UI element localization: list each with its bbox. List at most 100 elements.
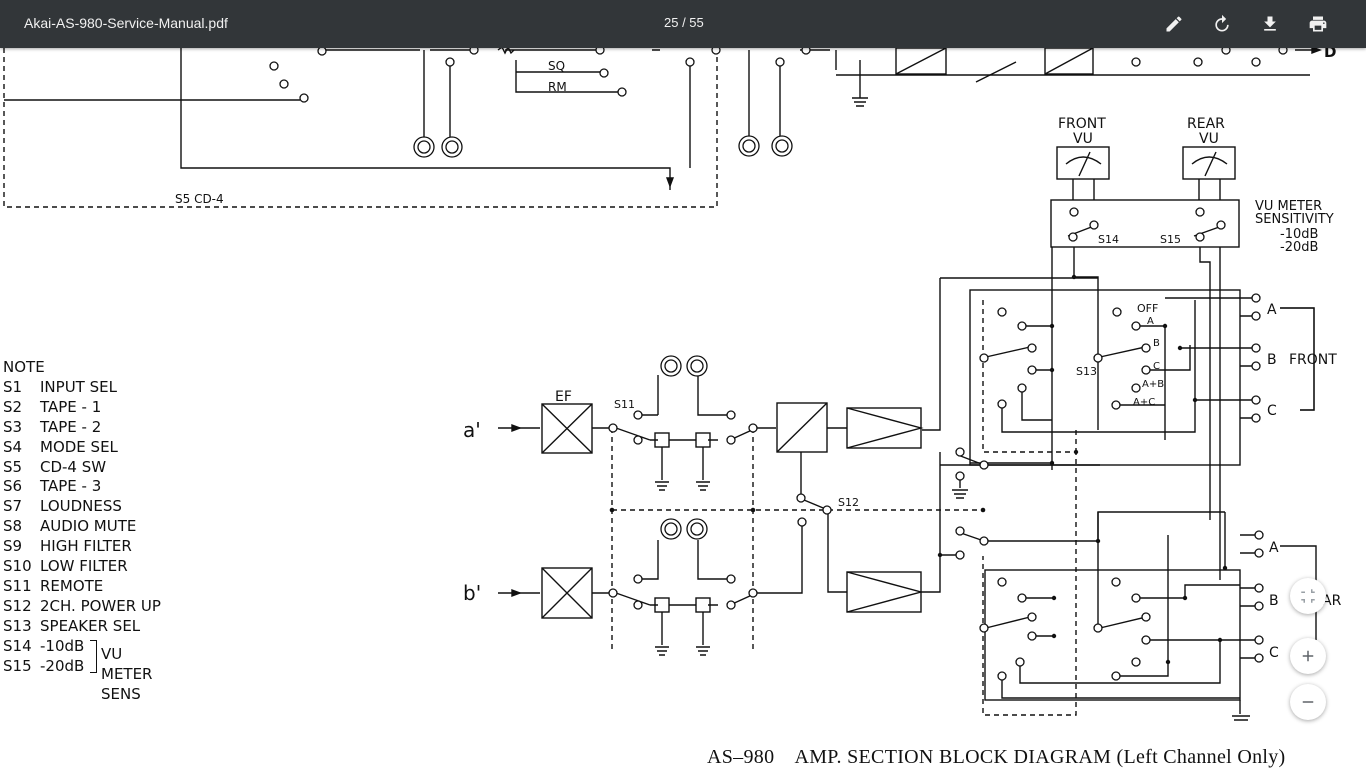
label-vu-sens-2: SENSITIVITY	[1255, 212, 1334, 227]
fit-page-button[interactable]	[1290, 578, 1326, 614]
label-front: FRONT	[1289, 352, 1337, 368]
legend-row: S10 LOW FILTER	[3, 557, 161, 577]
pdf-toolbar: Akai-AS-980-Service-Manual.pdf 25 / 55	[0, 0, 1366, 48]
legend-code: S10	[3, 557, 32, 576]
label-sel-b: B	[1153, 338, 1160, 349]
label-sel-ab: A+B	[1142, 379, 1164, 390]
label-front-vu-title: FRONT	[1058, 116, 1106, 132]
label-d: D	[1324, 48, 1336, 61]
legend-row: S13 SPEAKER SEL	[3, 617, 161, 637]
label-rear-c: C	[1269, 645, 1279, 661]
legend-row: S2 TAPE - 1	[3, 398, 161, 418]
legend-row: S7 LOUDNESS	[3, 497, 161, 517]
legend-code: S13	[3, 616, 32, 635]
pencil-icon	[1166, 16, 1182, 32]
legend-code: S6	[3, 477, 23, 496]
legend-label: LOW FILTER	[40, 557, 128, 576]
label-rear-a: A	[1269, 540, 1279, 556]
label-rear-partial: AR	[1322, 593, 1342, 609]
legend-row: S5 CD-4 SW	[3, 458, 161, 478]
label-vu-sens-10: -10dB	[1280, 227, 1318, 242]
label-s5-cd4: S5 CD-4	[175, 192, 224, 206]
label-s14: S14	[1098, 233, 1119, 246]
legend-label: TAPE - 1	[40, 397, 102, 416]
label-rear-vu-title: REAR	[1187, 116, 1225, 132]
label-s13: S13	[1076, 365, 1097, 378]
label-vu-sens-1: VU METER	[1255, 199, 1322, 214]
label-out-a: A	[1267, 302, 1277, 318]
legend-label: 2CH. POWER UP	[40, 596, 161, 615]
zoom-in-icon	[1302, 650, 1314, 662]
label-rear-vu: VU	[1199, 131, 1219, 147]
legend-code: S1	[3, 377, 23, 396]
legend-label: INPUT SEL	[40, 377, 117, 396]
legend-code: S15	[3, 656, 32, 675]
legend-label: CD-4 SW	[40, 457, 107, 476]
legend-label: MODE SEL	[40, 437, 118, 456]
label-rm: RM	[548, 80, 567, 94]
legend-row: S11 REMOTE	[3, 577, 161, 597]
legend-code: S14	[3, 636, 32, 655]
label-a-input: a'	[463, 418, 481, 442]
legend-code: S9	[3, 537, 23, 556]
legend-row: S6 TAPE - 3	[3, 477, 161, 497]
legend-row: S1 INPUT SEL	[3, 378, 161, 398]
annotate-button[interactable]	[1158, 8, 1190, 40]
label-out-b: B	[1267, 352, 1277, 368]
legend-label: AUDIO MUTE	[40, 517, 137, 536]
legend-bracket	[90, 639, 97, 673]
print-icon	[1309, 16, 1327, 32]
label-s11: S11	[614, 398, 635, 411]
caption-title: AMP. SECTION BLOCK DIAGRAM (Left Channel…	[794, 746, 1286, 768]
legend-code: S11	[3, 576, 32, 595]
legend-label: LOUDNESS	[40, 497, 122, 516]
legend-row: S9 HIGH FILTER	[3, 537, 161, 557]
legend-label: -20dB	[40, 656, 85, 675]
block-diagram: SQ RM S5 CD-4 D FRONT VU REAR VU S14 S15…	[3, 48, 1342, 721]
rotate-button[interactable]	[1206, 8, 1238, 40]
legend-label: TAPE - 3	[40, 477, 102, 496]
zoom-out-icon	[1302, 701, 1314, 703]
legend-row: S14 -10dB	[3, 637, 161, 657]
legend-label: REMOTE	[40, 576, 104, 595]
label-sq: SQ	[548, 59, 565, 73]
legend-title: NOTE	[3, 358, 45, 376]
label-sel-a: A	[1147, 316, 1154, 327]
label-s12: S12	[838, 496, 859, 509]
legend-label: HIGH FILTER	[40, 537, 132, 556]
download-button[interactable]	[1254, 8, 1286, 40]
print-button[interactable]	[1302, 8, 1334, 40]
label-out-c: C	[1267, 403, 1277, 419]
zoom-out-button[interactable]	[1290, 684, 1326, 720]
rotate-icon	[1215, 14, 1229, 32]
legend-label: TAPE - 2	[40, 417, 102, 436]
label-front-vu: VU	[1073, 131, 1093, 147]
label-b-input: b'	[463, 581, 481, 605]
legend-code: S2	[3, 397, 23, 416]
caption-model: AS–980	[707, 746, 775, 768]
pdf-page: SQ RM S5 CD-4 D FRONT VU REAR VU S14 S15…	[0, 48, 1366, 768]
zoom-in-button[interactable]	[1290, 638, 1326, 674]
document-title: Akai-AS-980-Service-Manual.pdf	[24, 15, 228, 31]
legend-label: -10dB	[40, 636, 85, 655]
download-icon	[1264, 16, 1276, 31]
legend-code: S7	[3, 497, 23, 516]
legend-code: S5	[3, 457, 23, 476]
legend-label: SPEAKER SEL	[40, 616, 141, 635]
legend-code: S4	[3, 437, 23, 456]
legend-code: S8	[3, 517, 23, 536]
label-vu-sens-20: -20dB	[1280, 240, 1318, 255]
label-sel-off: OFF	[1137, 302, 1158, 315]
fit-page-icon	[1301, 589, 1315, 603]
label-sel-ac: A+C	[1133, 397, 1155, 408]
page-counter: 25 / 55	[664, 15, 704, 30]
label-sel-c: C	[1153, 361, 1160, 372]
legend-row: S15 -20dB	[3, 657, 161, 677]
legend-row: S4 MODE SEL	[3, 438, 161, 458]
label-ef: EF	[555, 389, 572, 405]
